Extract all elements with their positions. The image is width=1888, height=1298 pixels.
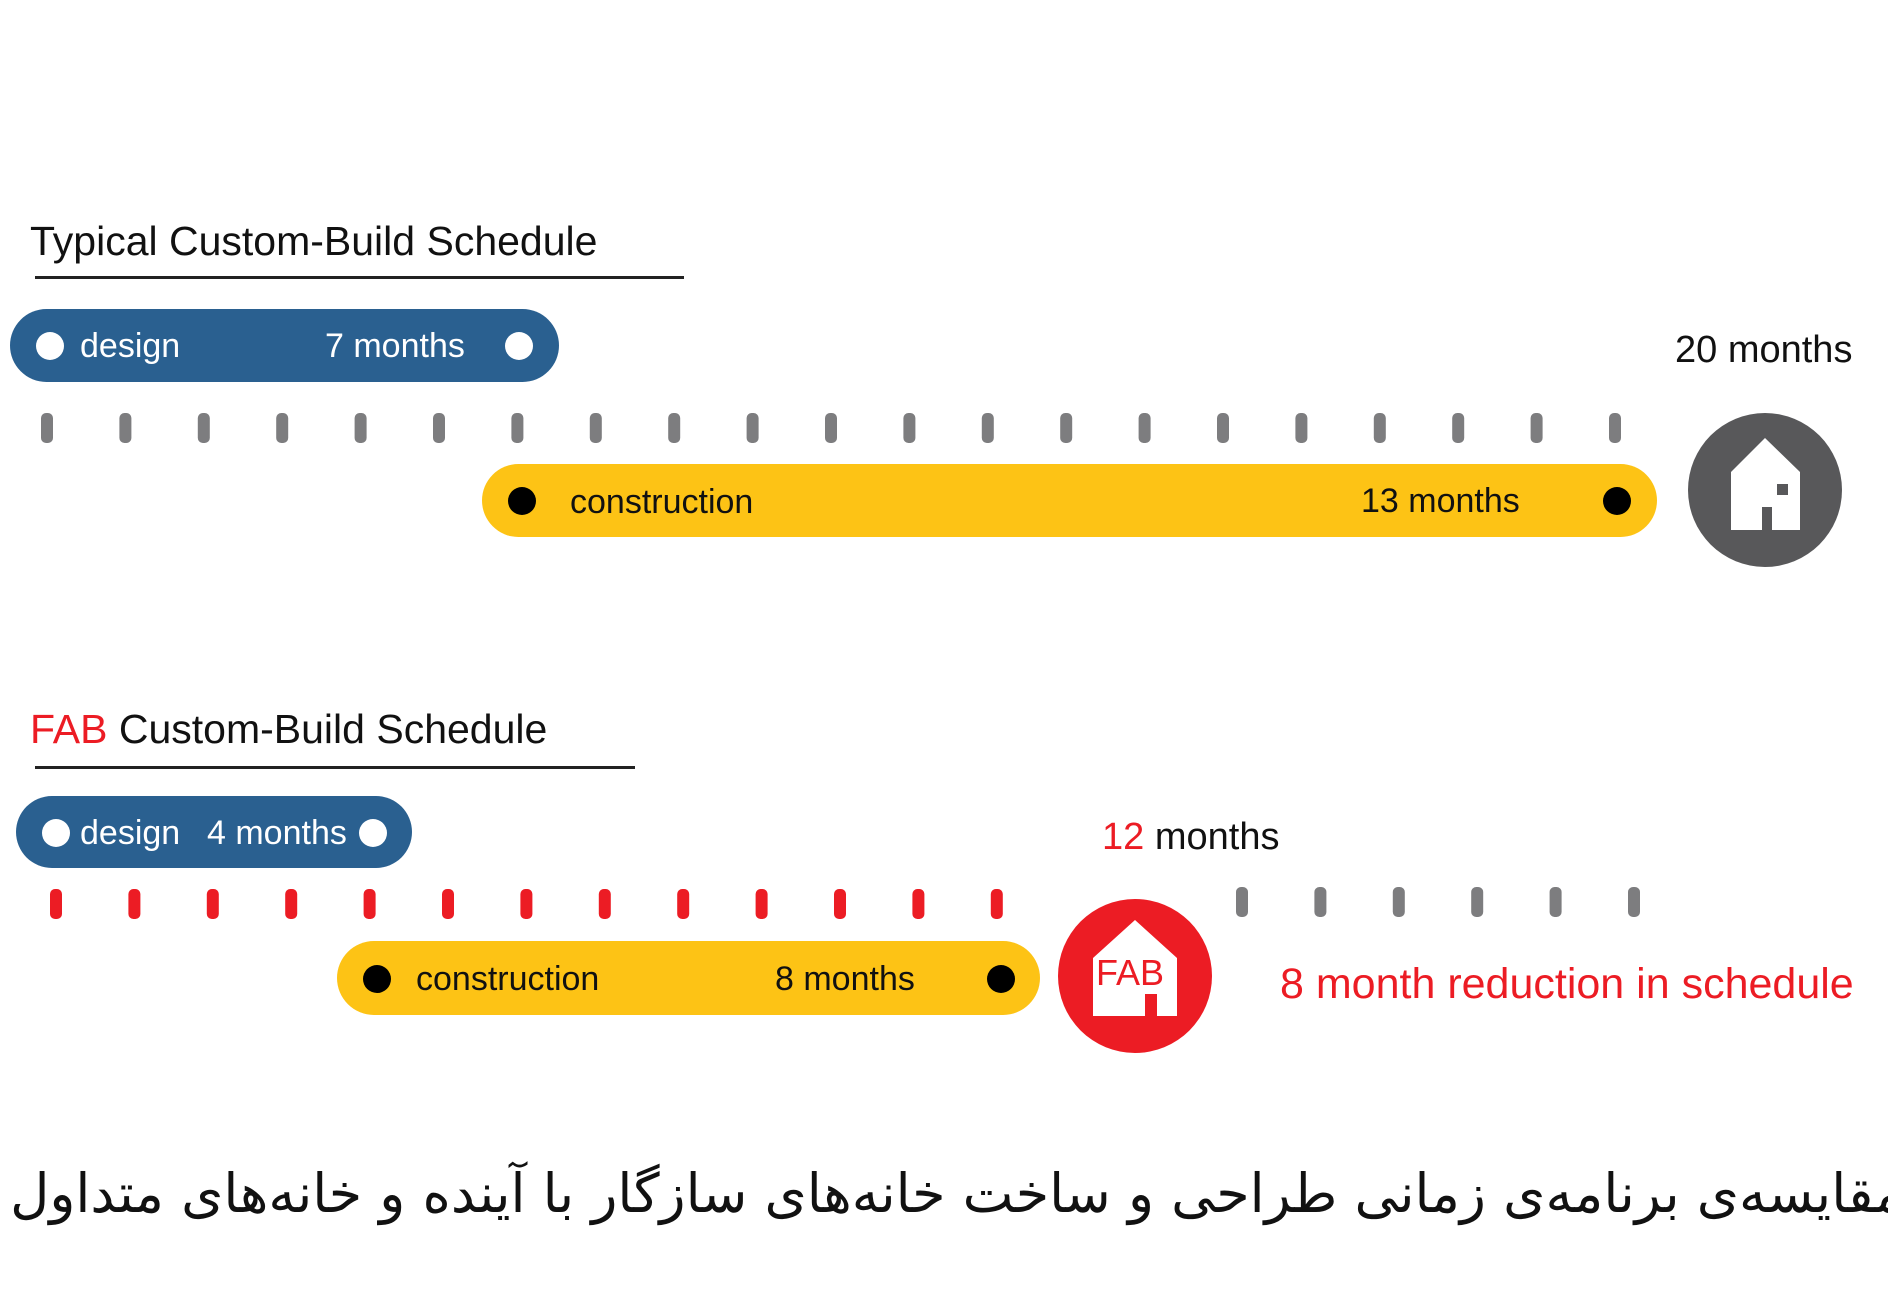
- fab-title-accent: FAB: [30, 706, 107, 752]
- design-duration: 4 months: [207, 814, 347, 852]
- typical-design-bar: design 7 months: [10, 309, 559, 382]
- design-start-dot: [36, 332, 64, 360]
- month-tick: [1452, 413, 1465, 443]
- fab-construction-bar: construction 8 months: [337, 941, 1040, 1015]
- month-tick: [1295, 413, 1308, 443]
- fab-title-rest: Custom-Build Schedule: [107, 706, 547, 752]
- construction-duration: 13 months: [1361, 482, 1520, 520]
- design-end-dot: [359, 819, 387, 847]
- fab-month-tick: [677, 889, 690, 919]
- month-tick: [1060, 413, 1073, 443]
- fab-total-accent: 12: [1102, 816, 1144, 858]
- construction-label: construction: [416, 960, 599, 998]
- construction-end-dot: [1603, 487, 1631, 515]
- month-tick: [354, 413, 367, 443]
- construction-start-dot: [508, 487, 536, 515]
- month-tick: [589, 413, 602, 443]
- fab-total: 12 months: [1102, 816, 1279, 858]
- saved-month-tick: [1471, 887, 1484, 917]
- design-label: design: [80, 327, 180, 365]
- fab-total-rest: months: [1144, 816, 1279, 858]
- fab-month-tick: [442, 889, 454, 919]
- typical-month-ticks: [41, 413, 1621, 443]
- month-tick: [981, 413, 994, 443]
- saved-month-tick: [1628, 887, 1640, 917]
- fab-design-bar: design 4 months: [16, 796, 412, 868]
- design-start-dot: [42, 819, 70, 847]
- fab-house-label: FAB: [1096, 952, 1164, 993]
- fab-title: FAB Custom-Build Schedule: [30, 706, 547, 752]
- month-tick: [1530, 413, 1543, 443]
- fab-month-tick: [912, 889, 925, 919]
- typical-construction-bar: construction 13 months: [482, 464, 1657, 537]
- construction-label: construction: [570, 483, 753, 521]
- month-tick: [825, 413, 837, 443]
- design-duration: 7 months: [325, 327, 465, 365]
- design-label: design: [80, 814, 180, 852]
- typical-house-icon: [1688, 413, 1842, 567]
- persian-caption: مقایسه‌ی برنامه‌ی زمانی طراحی و ساخت خان…: [10, 1161, 1888, 1226]
- fab-month-tick: [128, 889, 141, 919]
- saved-month-tick: [1392, 887, 1405, 917]
- saved-month-tick: [1549, 887, 1562, 917]
- construction-end-dot: [987, 965, 1015, 993]
- construction-duration: 8 months: [775, 960, 915, 998]
- month-tick: [276, 413, 289, 443]
- typical-total: 20 months: [1675, 329, 1852, 371]
- fab-month-tick: [598, 889, 611, 919]
- saved-month-tick: [1314, 887, 1327, 917]
- month-tick: [197, 413, 210, 443]
- fab-month-tick: [206, 889, 219, 919]
- month-tick: [1217, 413, 1229, 443]
- month-tick: [903, 413, 916, 443]
- month-tick: [1138, 413, 1151, 443]
- design-end-dot: [505, 332, 533, 360]
- month-tick: [41, 413, 53, 443]
- fab-month-tick: [834, 889, 846, 919]
- fab-month-tick: [285, 889, 298, 919]
- typical-title-underline: [35, 276, 684, 279]
- fab-month-tick: [520, 889, 533, 919]
- construction-start-dot: [363, 965, 391, 993]
- month-tick: [1609, 413, 1621, 443]
- saved-month-tick: [1236, 887, 1248, 917]
- month-tick: [511, 413, 524, 443]
- month-tick: [1373, 413, 1386, 443]
- typical-title: Typical Custom-Build Schedule: [30, 218, 597, 264]
- month-tick: [433, 413, 445, 443]
- fab-month-ticks: [50, 887, 1640, 919]
- fab-house-icon: FAB: [1058, 899, 1212, 1053]
- fab-month-tick: [50, 889, 62, 919]
- fab-month-tick: [363, 889, 376, 919]
- month-tick: [668, 413, 681, 443]
- month-tick: [119, 413, 132, 443]
- fab-title-underline: [35, 766, 635, 769]
- fab-month-tick: [755, 889, 768, 919]
- month-tick: [746, 413, 759, 443]
- fab-month-tick: [990, 889, 1003, 919]
- reduction-note: 8 month reduction in schedule: [1280, 960, 1854, 1008]
